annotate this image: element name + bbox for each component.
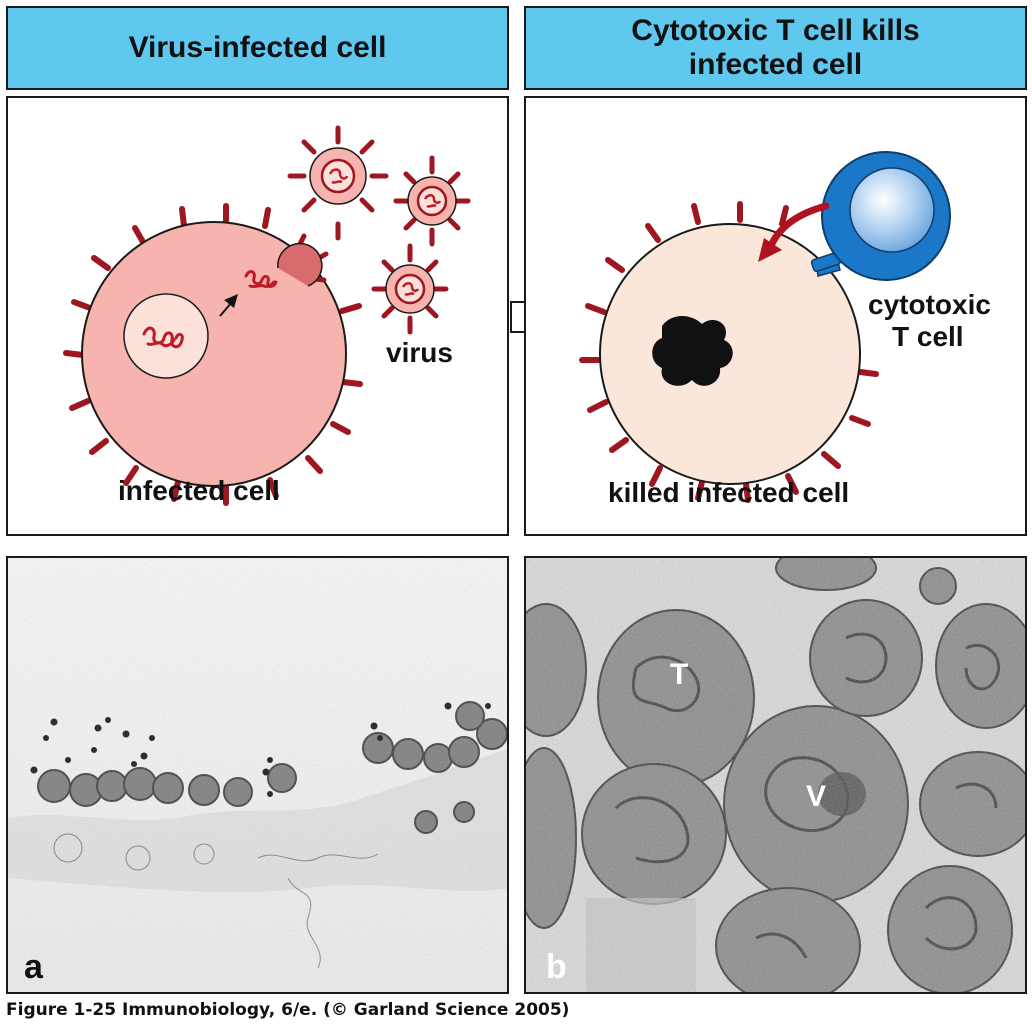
virus-label: virus bbox=[386, 337, 453, 368]
left-panel-title: Virus-infected cell bbox=[6, 6, 509, 90]
micrograph-b-letter: b bbox=[546, 948, 567, 986]
micrograph-a-letter: a bbox=[24, 948, 43, 986]
micrograph-a: a bbox=[6, 556, 509, 994]
right-panel-title-line2: infected cell bbox=[688, 48, 863, 81]
killed-cell-label: killed infected cell bbox=[608, 477, 850, 508]
figure-caption: Figure 1-25 Immunobiology, 6/e. (© Garla… bbox=[6, 1000, 570, 1020]
infected-cell-illustration bbox=[63, 203, 363, 506]
micrograph-b-label-v: V bbox=[806, 780, 827, 813]
viral-rna-cytoplasm bbox=[244, 270, 278, 289]
infected-cell-diagram bbox=[63, 125, 471, 506]
virus-particle-1 bbox=[287, 125, 389, 241]
virus-particle-3 bbox=[371, 243, 449, 335]
right-panel-title: Cytotoxic T cell kills infected cell bbox=[524, 6, 1027, 90]
killed-cell-diagram bbox=[579, 151, 951, 503]
tcell-label-line1: cytotoxic bbox=[868, 289, 991, 320]
tcell-label-line2: T cell bbox=[892, 321, 964, 352]
micrograph-b-image bbox=[526, 558, 1025, 992]
left-panel-title-text: Virus-infected cell bbox=[128, 31, 387, 64]
fragmented-nucleus bbox=[652, 316, 733, 386]
infected-cell-label: infected cell bbox=[118, 475, 280, 506]
right-panel-title-line1: Cytotoxic T cell kills bbox=[631, 14, 920, 47]
micrograph-b-label-t: T bbox=[670, 658, 689, 691]
viral-rna bbox=[142, 326, 184, 349]
killed-cell-spikes bbox=[579, 201, 879, 503]
cell-spikes bbox=[63, 203, 363, 506]
virus-infected-cell-panel: virus infected cell bbox=[6, 96, 509, 536]
micrograph-b: T V b bbox=[524, 556, 1027, 994]
tcell-kills-panel: cytotoxic T cell killed infected cell bbox=[524, 96, 1027, 536]
attack-arrow-icon bbox=[766, 202, 830, 252]
micrograph-a-image bbox=[8, 558, 507, 992]
cytotoxic-tcell bbox=[810, 151, 951, 281]
virus-particle-2 bbox=[393, 155, 471, 247]
